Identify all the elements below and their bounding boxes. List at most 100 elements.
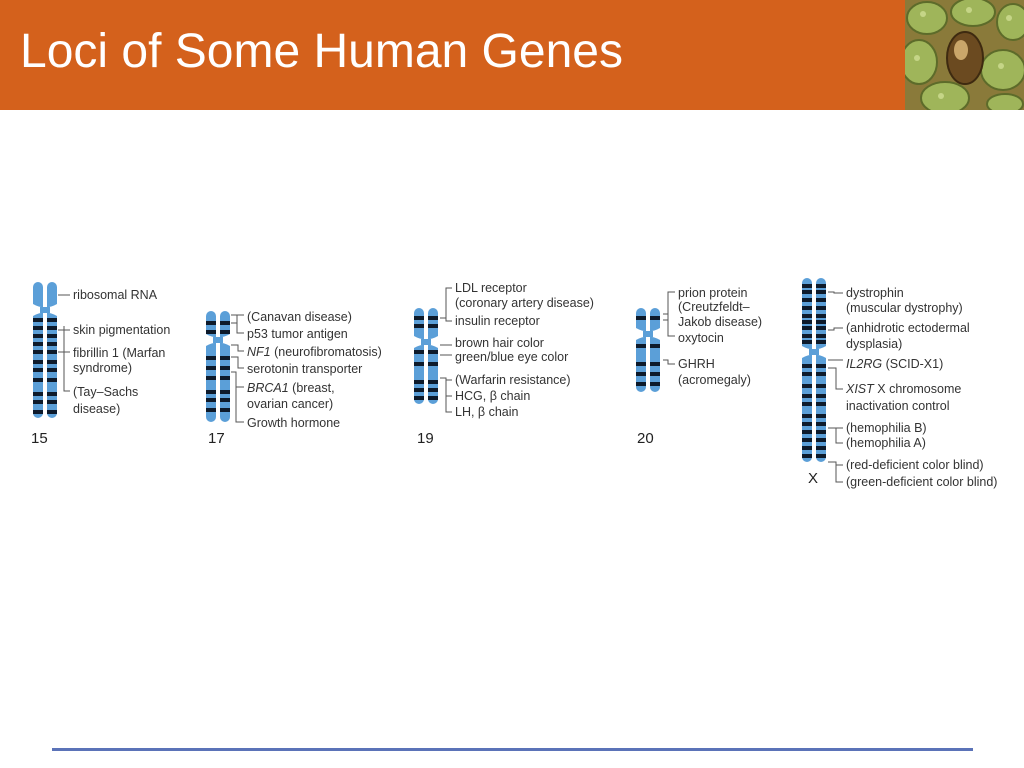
chromosome-band	[802, 340, 812, 344]
title-bar: Loci of Some Human Genes	[0, 0, 905, 110]
chromosome-band	[816, 320, 826, 324]
chromosome-band	[428, 350, 438, 354]
chromosome-band	[220, 356, 230, 360]
chromosome-number: 15	[31, 430, 48, 447]
chromosome-15	[33, 282, 57, 418]
locus-label: HCG, β chain	[455, 389, 530, 403]
chromosome-band	[33, 350, 43, 354]
chromatid	[636, 308, 646, 392]
chromosome-band	[802, 446, 812, 450]
chromosome-band	[816, 306, 826, 310]
chromosome-band	[802, 334, 812, 338]
locus-brackets	[58, 287, 843, 483]
bracket-line	[663, 359, 675, 365]
chromosome-band	[206, 376, 216, 380]
locus-label: syndrome)	[73, 361, 132, 375]
locus-label: dystrophin	[846, 286, 904, 300]
chromosome-x	[802, 278, 826, 462]
chromosome-band	[802, 314, 812, 318]
chromosome-band	[428, 324, 438, 328]
chromosome-band	[414, 324, 424, 328]
chromosome-band	[636, 382, 646, 386]
chromosome-band	[802, 402, 812, 406]
chromosome-band	[33, 334, 43, 338]
locus-label: ribosomal RNA	[73, 288, 158, 302]
locus-label: (red-deficient color blind)	[846, 458, 984, 472]
chromosome-band	[816, 384, 826, 388]
chromosome-band	[802, 422, 812, 426]
chromatid	[650, 308, 660, 392]
locus-label: p53 tumor antigen	[247, 327, 348, 341]
chromosome-band	[33, 378, 43, 382]
bracket-line	[828, 427, 843, 444]
locus-description: X chromosome	[874, 382, 962, 396]
chromosome-band	[428, 388, 438, 392]
locus-label: (Warfarin resistance)	[455, 373, 571, 387]
chromosome-band	[802, 372, 812, 376]
locus-description: (neurofibromatosis)	[271, 345, 382, 359]
chromosome-band	[816, 326, 826, 330]
chromosome-band	[816, 402, 826, 406]
chromosome-band	[220, 330, 230, 334]
locus-label: (Canavan disease)	[247, 310, 352, 324]
chromosome-number: 17	[208, 430, 225, 447]
gene-symbol: IL2RG	[846, 357, 882, 371]
chromosome-band	[33, 410, 43, 414]
locus-label: ovarian cancer)	[247, 397, 333, 411]
chromosome-band	[33, 342, 43, 346]
chromosome-band	[802, 394, 812, 398]
chromosome-band	[428, 362, 438, 366]
locus-label: (Creutzfeldt–	[678, 300, 750, 314]
chromosome-band	[33, 368, 43, 372]
chromosome-band	[816, 314, 826, 318]
chromosome-band	[816, 290, 826, 294]
chromosome-band	[414, 350, 424, 354]
chromosome-band	[428, 396, 438, 400]
locus-label: (anhidrotic ectodermal	[846, 321, 970, 335]
chromosome-band	[816, 364, 826, 368]
chromosome-19-loci: LDL receptor (coronary artery disease) i…	[417, 281, 594, 447]
locus-label: skin pigmentation	[73, 323, 170, 337]
chromosome-number: X	[808, 470, 818, 487]
locus-label: insulin receptor	[455, 314, 540, 328]
chromosome-band	[816, 340, 826, 344]
gene-symbol: XIST	[845, 382, 875, 396]
chromosome-band	[47, 392, 57, 396]
chromosome-band	[33, 392, 43, 396]
centromere-junction	[421, 339, 431, 345]
locus-label: prion protein	[678, 286, 748, 300]
chromosome-band	[816, 372, 826, 376]
chromosome-band	[636, 362, 646, 366]
chromosome-band	[47, 378, 57, 382]
chromosome-band	[816, 394, 826, 398]
locus-label: BRCA1 (breast,	[247, 381, 335, 395]
chromosome-band	[206, 321, 216, 325]
bracket-line	[663, 291, 675, 337]
bracket-line	[231, 344, 244, 369]
centromere-junction	[809, 349, 819, 355]
chromosome-band	[206, 408, 216, 412]
chromosome-20-loci: prion protein (Creutzfeldt– Jakob diseas…	[637, 286, 762, 447]
bracket-line	[231, 314, 244, 334]
locus-label: Jakob disease)	[678, 315, 762, 329]
chromosome-band	[428, 380, 438, 384]
chromosome-band	[650, 382, 660, 386]
locus-label: (hemophilia B)	[846, 421, 927, 435]
chromosome-band	[816, 284, 826, 288]
chromosome-band	[206, 366, 216, 370]
chromosome-band	[414, 396, 424, 400]
chromosome-15-loci: ribosomal RNA skin pigmentation fibrilli…	[31, 288, 170, 447]
chromosome-band	[650, 372, 660, 376]
locus-label: LDL receptor	[455, 281, 527, 295]
gene-symbol: NF1	[247, 345, 271, 359]
chromosome-band	[47, 318, 57, 322]
footer-rule	[52, 748, 973, 751]
chromosome-band	[816, 454, 826, 458]
chromosome-band	[47, 342, 57, 346]
chromosome-19	[414, 308, 438, 404]
chromosome-band	[47, 350, 57, 354]
chromosome-band	[802, 298, 812, 302]
locus-label: (Tay–Sachs	[73, 385, 138, 399]
chromosome-band	[802, 290, 812, 294]
chromosome-band	[802, 454, 812, 458]
